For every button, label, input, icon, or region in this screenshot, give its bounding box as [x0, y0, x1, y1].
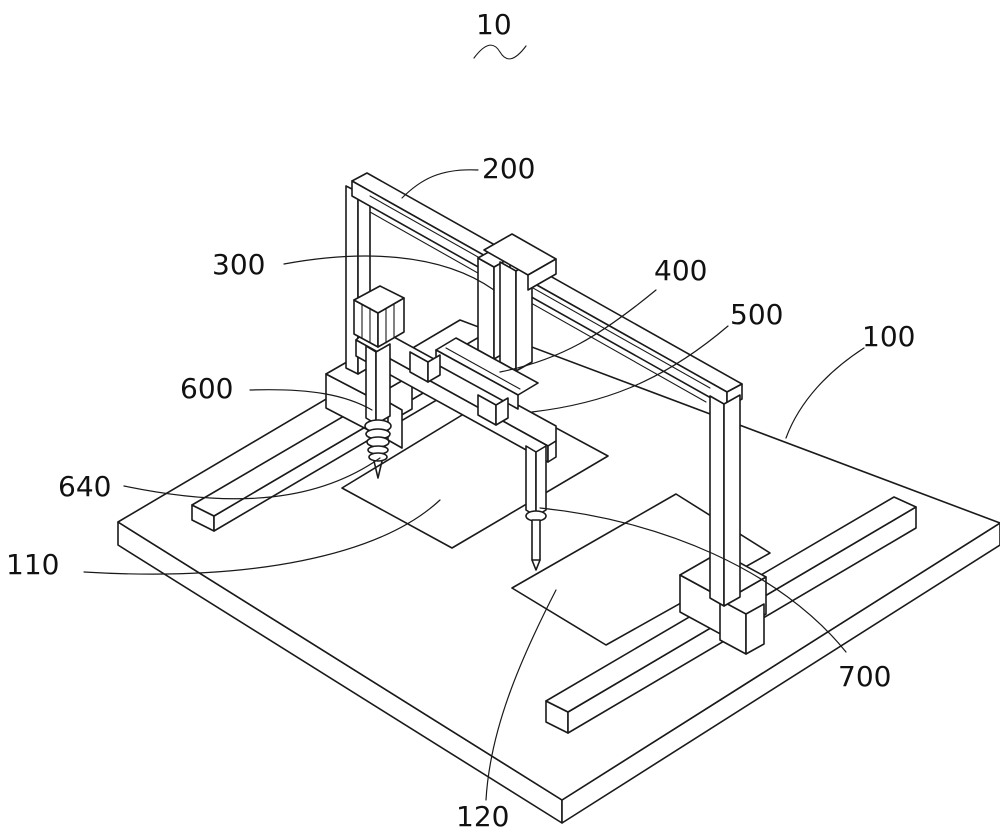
leader-500 — [531, 325, 729, 413]
label-500: 500 — [730, 298, 783, 331]
probe — [525, 445, 547, 571]
leader-400 — [499, 289, 657, 373]
leader-700 — [539, 507, 847, 653]
label-100: 100 — [862, 320, 915, 353]
dispensing-unit — [364, 343, 392, 479]
base-plate — [117, 319, 1000, 824]
label-120: 120 — [456, 800, 509, 833]
gantry — [345, 172, 743, 607]
label-700: 700 — [838, 660, 891, 693]
crossbeam — [355, 324, 557, 463]
vertical-slide — [477, 233, 557, 372]
label-110: 110 — [6, 548, 59, 581]
reference-numeral-10: 10 — [476, 8, 512, 41]
leader-100 — [785, 347, 865, 439]
label-640: 640 — [58, 470, 111, 503]
label-600: 600 — [180, 372, 233, 405]
label-300: 300 — [212, 248, 265, 281]
leader-600 — [249, 389, 373, 411]
leader-300 — [283, 255, 495, 291]
work-area-120 — [511, 493, 771, 646]
leader-640 — [123, 457, 381, 500]
leader-110 — [83, 499, 441, 575]
work-area-110 — [341, 394, 609, 549]
leader-120 — [485, 589, 557, 801]
label-200: 200 — [482, 152, 535, 185]
motor-block — [353, 285, 405, 348]
label-400: 400 — [654, 254, 707, 287]
leader-200 — [401, 169, 479, 199]
reference-squiggle — [473, 44, 527, 60]
